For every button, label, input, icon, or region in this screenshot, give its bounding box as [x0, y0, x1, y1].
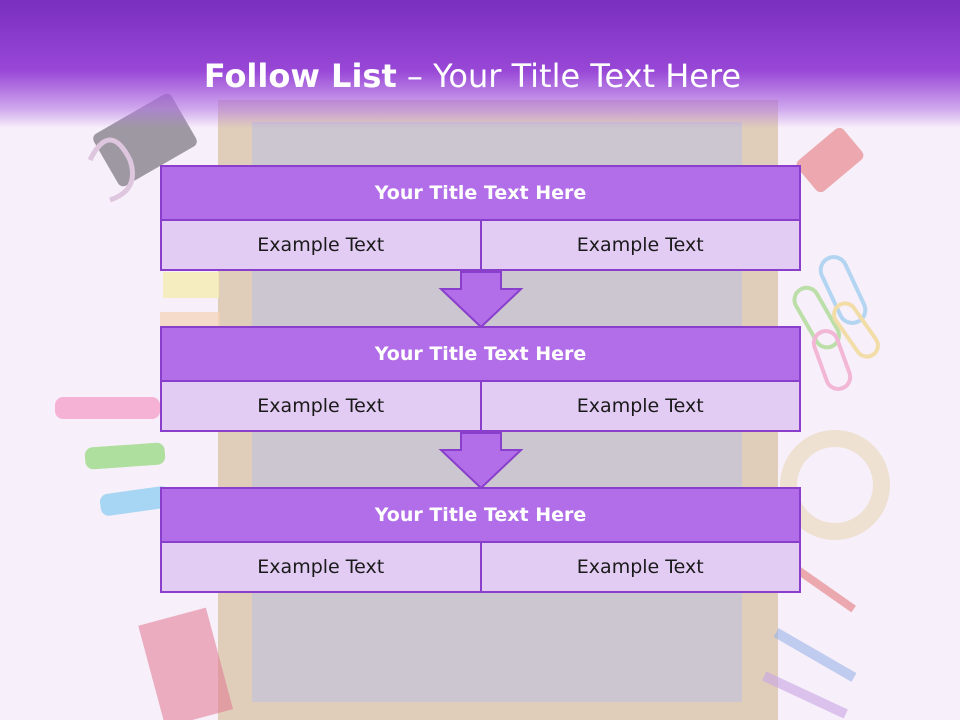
block-cell-right: Example Text — [479, 543, 799, 591]
block-row: Example Text Example Text — [160, 543, 801, 593]
title-bold: Follow List — [203, 57, 397, 95]
block-title: Your Title Text Here — [160, 165, 801, 221]
block-title: Your Title Text Here — [160, 326, 801, 382]
list-block-1: Your Title Text Here Example Text Exampl… — [160, 165, 801, 271]
down-arrow-icon — [438, 432, 524, 490]
block-cell-left: Example Text — [162, 382, 480, 430]
slide-title: Follow List – Your Title Text Here — [0, 56, 945, 96]
block-cell-right: Example Text — [479, 382, 799, 430]
block-cell-left: Example Text — [162, 221, 480, 269]
block-title: Your Title Text Here — [160, 487, 801, 543]
title-rest: – Your Title Text Here — [396, 57, 742, 95]
down-arrow-icon — [438, 271, 524, 329]
list-block-2: Your Title Text Here Example Text Exampl… — [160, 326, 801, 432]
block-cell-left: Example Text — [162, 543, 480, 591]
list-block-3: Your Title Text Here Example Text Exampl… — [160, 487, 801, 593]
block-cell-right: Example Text — [479, 221, 799, 269]
block-row: Example Text Example Text — [160, 221, 801, 271]
block-row: Example Text Example Text — [160, 382, 801, 432]
header-band — [0, 0, 960, 128]
